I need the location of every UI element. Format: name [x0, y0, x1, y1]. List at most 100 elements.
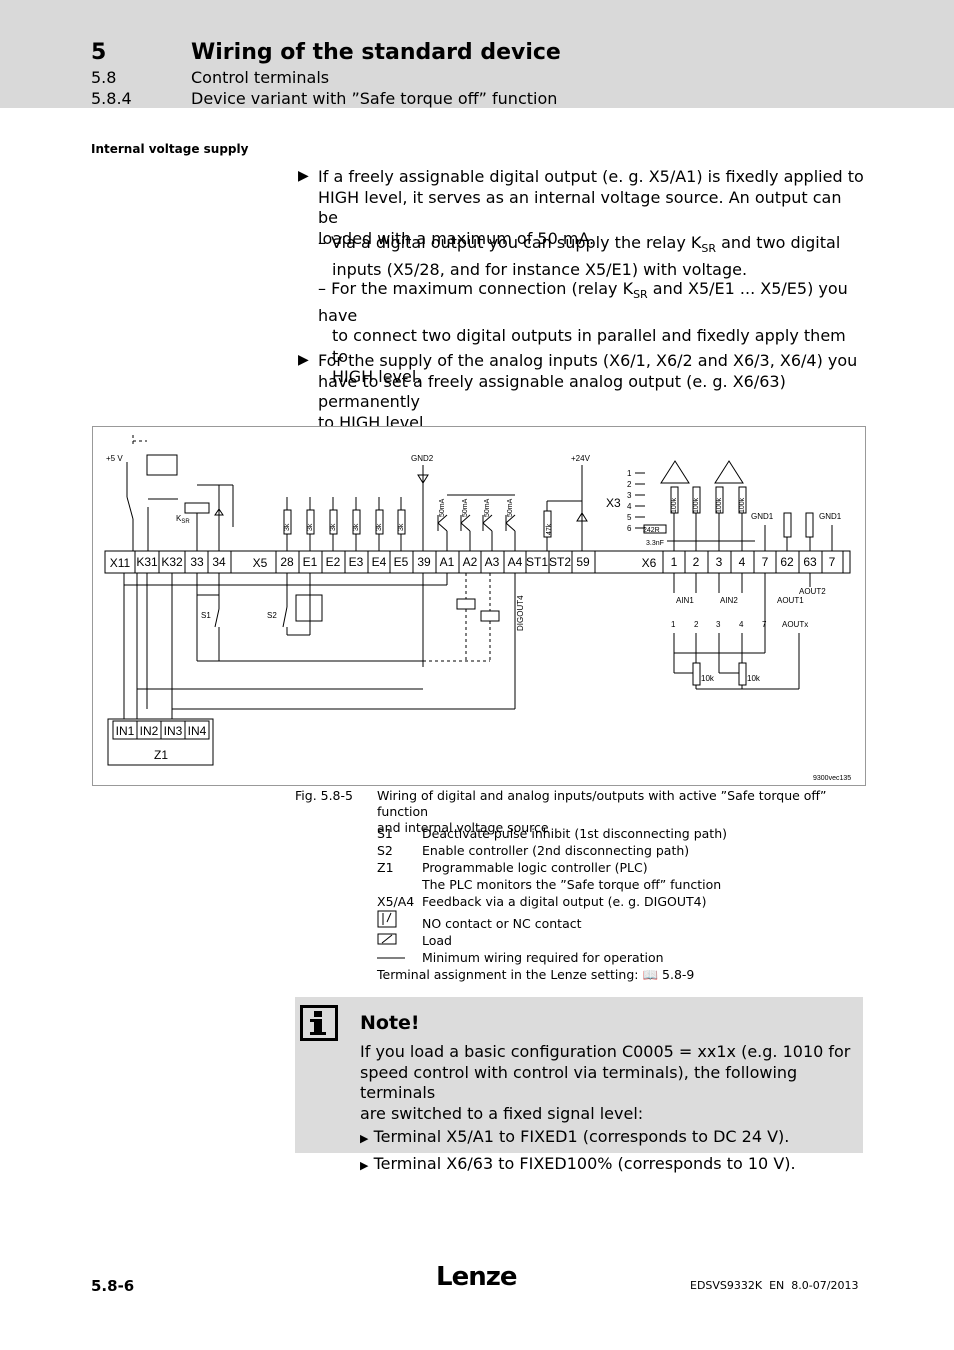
document-id: EDSVS9332K EN 8.0-07/2013: [690, 1279, 859, 1292]
ma50-label: 50mA: [439, 498, 446, 517]
terminal-x6-7: 7: [762, 555, 769, 569]
s1-label: S1: [201, 611, 211, 620]
digout4-label: DIGOUT4: [516, 595, 525, 631]
cap-label: 3.3nF: [646, 540, 664, 547]
terminal-st1: ST1: [526, 555, 548, 569]
ain2-label: AIN2: [720, 596, 738, 605]
dash-1-line-2: inputs (X5/28, and for instance X5/E1) w…: [332, 259, 748, 279]
bottom-pin-4: 4: [739, 620, 744, 629]
plc-inputs: [112, 720, 210, 740]
external-wiring: [123, 573, 811, 719]
legend-row: NO contact or NC contact: [377, 910, 727, 932]
contact-legend-icon: [377, 910, 397, 928]
plc-z1-box: [107, 718, 214, 766]
terminal-a4: A4: [508, 555, 523, 569]
figure-number: Fig. 5.8-5: [295, 788, 353, 803]
r3k-label: 3k: [284, 523, 291, 531]
x5-label: X5: [253, 556, 268, 570]
r100k-label: 100k: [716, 497, 723, 513]
note-title: Note!: [360, 1012, 420, 1034]
terminal-e1: E1: [303, 555, 318, 569]
wiring-diagram-svg: X11 K31 K32 33 34 X5 28 E1 E2 E3 E4 E5 3…: [104, 435, 851, 782]
terminal-st2: ST2: [549, 555, 571, 569]
caption-line-1: Wiring of digital and analog inputs/outp…: [377, 788, 827, 819]
dash-item-1: – Via a digital output you can supply th…: [318, 233, 866, 280]
r3k-label: 3k: [307, 523, 314, 531]
x6-label: X6: [642, 556, 657, 570]
note-item-2: ▶ Terminal X6/63 to FIXED100% (correspon…: [360, 1153, 796, 1173]
x5-input-resistors: [283, 497, 406, 551]
legend-row: The PLC monitors the ”Safe torque off” f…: [422, 877, 722, 892]
bottom-pin-3: 3: [716, 620, 721, 629]
r10k-label: 10k: [747, 674, 761, 683]
r3k-label: 3k: [353, 523, 360, 531]
r3k-label: 3k: [330, 523, 337, 531]
terminal-e4: E4: [372, 555, 387, 569]
figure-reference: 9300vec135: [813, 775, 851, 782]
note-line-2: speed control with control via terminals…: [360, 1062, 798, 1103]
x3-pin-3: 3: [627, 491, 632, 500]
label-gnd2: GND2: [411, 454, 434, 463]
note-box: Note! If you load a basic configuration …: [295, 997, 863, 1173]
x3-pin-1: 1: [627, 469, 632, 478]
terminal-k31: K31: [136, 555, 158, 569]
opamp-1-symbol: [660, 460, 690, 484]
r100k-label: 100k: [671, 497, 678, 513]
chapter-number: 5: [91, 40, 107, 65]
r3k-label: 3k: [398, 523, 405, 531]
plc-in3: IN3: [164, 724, 183, 738]
section-title: Control terminals: [191, 68, 330, 87]
r242r-label: 242R: [643, 527, 660, 534]
bullet-arrow-icon: ▶: [298, 352, 309, 368]
terminal-x6-2: 2: [693, 555, 700, 569]
bullet-arrow-icon: ▶: [298, 168, 309, 184]
r3k-label: 3k: [376, 523, 383, 531]
note-text: If you load a basic configuration C0005 …: [360, 1042, 860, 1176]
legend-row: Load: [377, 932, 727, 949]
page-header: 5 Wiring of the standard device 5.8 Cont…: [0, 0, 954, 108]
terminal-x6-1: 1: [671, 555, 678, 569]
dash-2-line-1: – For the maximum connection (relay KSR …: [318, 279, 848, 325]
x3-pin-6: 6: [627, 524, 632, 533]
ma50-label: 50mA: [484, 498, 491, 517]
x3-pin-5: 5: [627, 513, 632, 522]
load-legend-icon: [377, 933, 397, 945]
note-item-1: ▶ Terminal X5/A1 to FIXED1 (corresponds …: [360, 1127, 790, 1146]
s2-label: S2: [267, 611, 277, 620]
sidebar-heading: Internal voltage supply: [91, 142, 249, 156]
terminal-59: 59: [576, 555, 590, 569]
contact-symbol: [295, 594, 323, 622]
aout2-label: AOUT2: [799, 587, 826, 596]
terminal-x6-62: 62: [780, 555, 794, 569]
gnd1-label: GND1: [751, 512, 774, 521]
terminal-k32: K32: [161, 555, 183, 569]
label-ksr: KSR: [176, 514, 190, 525]
x3-pin-4: 4: [627, 502, 632, 511]
output-transistors: [417, 465, 588, 551]
bottom-pin-2: 2: [694, 620, 699, 629]
assignment-line: Terminal assignment in the Lenze setting…: [377, 967, 695, 982]
page-number: 5.8-6: [91, 1277, 135, 1295]
dash-1-line-1: – Via a digital output you can supply th…: [318, 233, 841, 256]
aoutx-label: AOUTx: [782, 620, 808, 629]
plc-in4: IN4: [188, 724, 207, 738]
r10k-label: 10k: [701, 674, 715, 683]
dash-2-line-3: HIGH level.: [332, 367, 422, 387]
section-number: 5.8: [91, 68, 117, 87]
lenze-logo: Lenze: [436, 1262, 517, 1292]
plc-in1: IN1: [116, 724, 135, 738]
wiring-diagram: X11 K31 K32 33 34 X5 28 E1 E2 E3 E4 E5 3…: [92, 426, 866, 786]
bullet-1-line-1: If a freely assignable digital output (e…: [318, 167, 864, 186]
bullet-2-line-1: For the supply of the analog inputs (X6/…: [318, 351, 858, 370]
terminal-x6-7b: 7: [829, 555, 836, 569]
caption-line-2: and internal voltage source: [377, 820, 549, 835]
r47k-label: 47k: [546, 523, 553, 535]
aout1-label: AOUT1: [777, 596, 804, 605]
terminal-e3: E3: [349, 555, 364, 569]
bullet-arrow-icon: ▶: [360, 1132, 369, 1145]
terminal-strip: [104, 550, 851, 574]
